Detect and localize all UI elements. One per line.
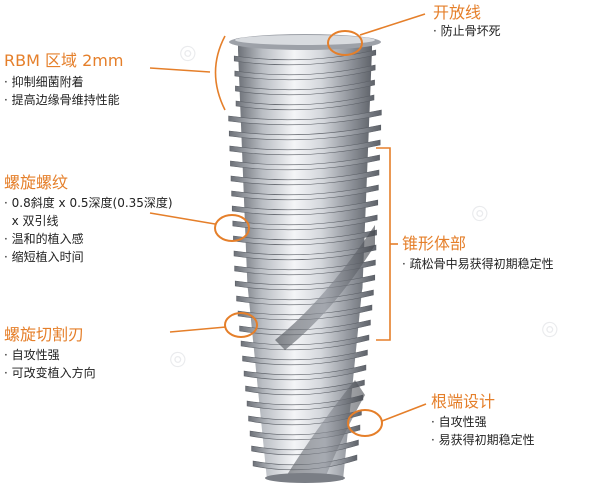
implant-thread — [228, 124, 382, 141]
implant-cutting-flute — [275, 225, 375, 350]
top-marker — [327, 30, 363, 56]
annotation-top-title: 开放线 — [433, 3, 482, 22]
implant-thread — [239, 319, 371, 336]
implant-apex-tip — [265, 473, 345, 483]
implant-collar-rim — [235, 35, 375, 45]
annotation-apex-title: 根端设计 — [431, 392, 496, 411]
implant-thread — [236, 289, 374, 306]
implant-thread — [252, 454, 358, 471]
implant-thread — [235, 94, 375, 111]
implant-thread — [242, 349, 368, 366]
annotation-thread-bullet: · 0.8斜度 x 0.5深度(0.35深度) — [4, 196, 173, 210]
implant-apex-flute — [285, 380, 365, 478]
thread-leader — [149, 212, 216, 225]
implant-thread — [231, 199, 379, 216]
implant-thread — [234, 259, 376, 276]
implant-thread — [229, 139, 381, 156]
implant-thread — [228, 109, 382, 126]
annotation-cutting-title: 螺旋切割刃 — [4, 325, 85, 344]
top-leader — [359, 13, 426, 36]
implant-thread — [230, 154, 380, 171]
annotation-cutting-bullet: · 可改变植入方向 — [4, 366, 96, 380]
annotation-rbm-title: RBM 区域 2mm — [4, 51, 124, 70]
annotation-apex-bullet: · 自攻性强 — [431, 415, 487, 429]
cutting-leader — [169, 326, 227, 333]
implant-thread — [234, 64, 376, 81]
apex-marker — [347, 409, 383, 437]
annotation-apex-bullet: · 易获得初期稳定性 — [431, 433, 535, 447]
implant-thread — [245, 379, 365, 396]
rbm-leader — [149, 67, 211, 73]
rbm-bracket — [214, 35, 226, 111]
annotation-rbm-bullet: · 抑制细菌附着 — [4, 75, 84, 89]
annotation-cutting-bullet: · 自攻性强 — [4, 348, 60, 362]
implant-thread — [230, 169, 380, 186]
annotation-thread-bullet: · 缩短植入时间 — [4, 250, 84, 264]
cutting-marker — [224, 312, 258, 338]
annotation-taper-bullet: · 疏松骨中易获得初期稳定性 — [402, 257, 554, 271]
annotation-rbm-bullet: · 提高边缘骨维持性能 — [4, 93, 120, 107]
thread-marker — [214, 214, 250, 242]
annotation-thread-bullet: · 温和的植入感 — [4, 232, 84, 246]
annotation-top-bullet: · 防止骨坏死 — [433, 24, 501, 38]
implant-body — [228, 34, 382, 483]
annotation-thread-bullet: x 双引线 — [4, 214, 59, 228]
implant-thread — [237, 304, 373, 321]
implant-thread — [233, 229, 377, 246]
implant-thread — [246, 394, 364, 411]
annotation-thread-title: 螺旋螺纹 — [4, 173, 69, 192]
implant-thread — [243, 364, 367, 381]
implant-thread — [233, 49, 377, 66]
implant-thread — [231, 184, 379, 201]
taper-bracket — [376, 147, 391, 341]
implant-thread — [232, 214, 378, 231]
apex-leader — [381, 403, 427, 422]
implant-thread — [235, 79, 375, 96]
leader-lines — [149, 13, 427, 437]
implant-thread — [233, 244, 377, 261]
annotation-taper-title: 锥形体部 — [402, 234, 467, 253]
